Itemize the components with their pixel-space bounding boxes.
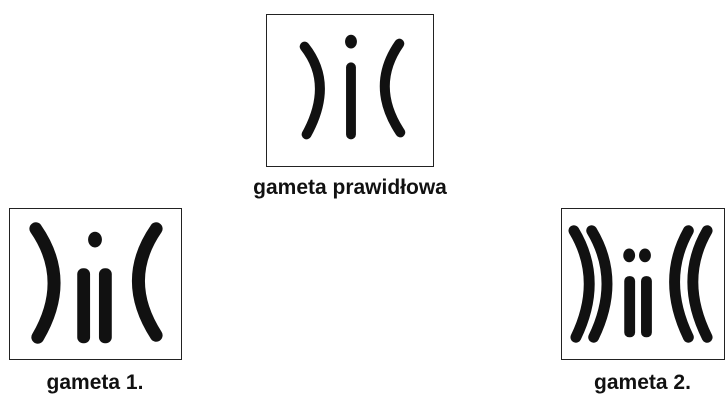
rod-chromosome — [77, 268, 91, 344]
right-curved-chromosome-inner — [669, 225, 694, 343]
left-curved-chromosome — [299, 41, 325, 140]
rod-chromosome — [346, 62, 356, 140]
gamete-1-panel — [9, 208, 182, 360]
left-curved-chromosome-inner — [586, 225, 613, 343]
normal-gamete-panel — [266, 14, 434, 167]
normal-gamete-caption: gameta prawidłowa — [253, 176, 447, 199]
dot-chromosome-right — [639, 248, 651, 263]
dot-chromosome-left — [623, 248, 636, 263]
rod-chromosome-right — [641, 276, 652, 338]
gamete-1-caption: gameta 1. — [46, 371, 144, 394]
gamete-2-chromosomes — [568, 225, 713, 343]
right-curved-chromosome — [379, 38, 406, 138]
dot-chromosome — [345, 34, 357, 49]
rod-chromosome-left — [624, 276, 636, 338]
right-curved-chromosome — [132, 222, 163, 342]
gamete-1-chromosomes — [29, 222, 163, 344]
dot-chromosome — [88, 231, 102, 248]
left-curved-chromosome — [29, 222, 61, 344]
gamete-2-caption: gameta 2. — [594, 371, 691, 394]
gamete-2-panel — [561, 208, 725, 360]
left-curved-chromosome-outer — [568, 225, 595, 343]
normal-gamete-chromosomes — [299, 34, 406, 140]
rod-chromosome-extra — [98, 268, 112, 344]
right-curved-chromosome-outer — [687, 225, 713, 343]
